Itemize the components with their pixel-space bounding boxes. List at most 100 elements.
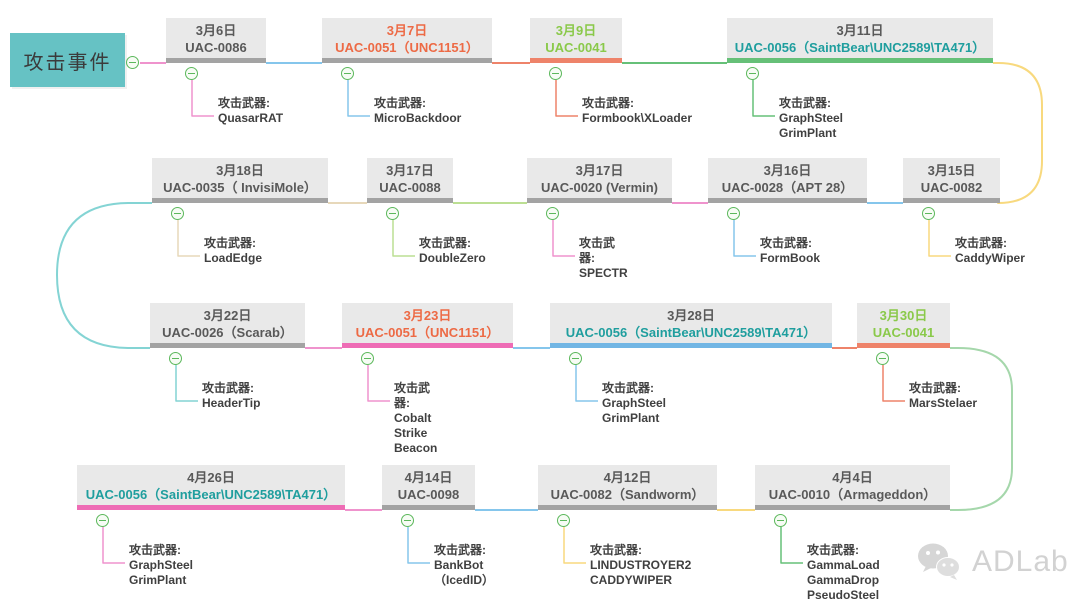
event-actor: UAC-0051（UNC1151） — [335, 40, 479, 55]
event-actor: UAC-0051（UNC1151） — [355, 325, 500, 340]
collapse-minus-icon[interactable] — [727, 207, 740, 220]
weapon-title: 攻击武器: — [955, 236, 1007, 250]
weapon-names: DoubleZero — [419, 251, 486, 265]
weapon-title: 攻击武器: — [602, 381, 654, 395]
event-actor: UAC-0056（SaintBear\UNC2589\TA471） — [734, 40, 986, 55]
event-date: 3月22日 — [203, 308, 252, 323]
collapse-minus-icon[interactable] — [774, 514, 787, 527]
weapon-note: 攻击武器: GammaLoad GammaDrop PseudoSteel — [807, 543, 880, 603]
weapon-note: 攻击武器: GraphSteel GrimPlant — [779, 96, 843, 141]
weapon-names: Cobalt Strike Beacon — [394, 411, 438, 455]
weapon-names: BankBot （IcedID） — [434, 558, 495, 587]
weapon-names: SPECTR — [579, 266, 628, 280]
connector-e11 — [367, 365, 390, 402]
event-actor: UAC-0028（APT 28） — [721, 180, 854, 195]
weapon-note: 攻击武器: GraphSteel GrimPlant — [602, 381, 666, 426]
event-actor: UAC-0041 — [872, 325, 935, 340]
collapse-minus-icon[interactable] — [557, 514, 570, 527]
event-label-box: 3月17日 UAC-0088 — [367, 158, 453, 203]
weapon-note: 攻击武器: GraphSteel GrimPlant — [129, 543, 193, 588]
event-date: 3月16日 — [763, 163, 812, 178]
connector-e15 — [563, 527, 586, 564]
event-label-box: 4月12日 UAC-0082（Sandworm） — [538, 465, 717, 510]
weapon-names: MarsStelaer — [909, 396, 978, 410]
start-minus-icon[interactable] — [126, 56, 139, 69]
event-label-box: 3月23日 UAC-0051（UNC1151） — [342, 303, 513, 348]
event-actor: UAC-0035（ InvisiMole） — [163, 180, 317, 195]
connector-e2 — [347, 80, 370, 117]
connector-e14 — [780, 527, 803, 564]
weapon-note: 攻击武器: DoubleZero — [419, 236, 486, 266]
weapon-title: 攻击武器: — [582, 96, 634, 110]
event-actor: UAC-0056（SaintBear\UNC2589\TA471） — [565, 325, 817, 340]
event-date: 4月12日 — [603, 470, 652, 485]
collapse-minus-icon[interactable] — [171, 207, 184, 220]
weapon-note: 攻击武器: HeaderTip — [202, 381, 260, 411]
event-actor: UAC-0086 — [185, 40, 247, 55]
weapon-title: 攻击武器: — [419, 236, 471, 250]
start-event-box: 攻击事件 — [10, 33, 125, 87]
event-label-box: 3月9日 UAC-0041 — [530, 18, 622, 63]
event-label-box: 3月11日 UAC-0056（SaintBear\UNC2589\TA471） — [727, 18, 993, 63]
weapon-title: 攻击武器: — [590, 543, 642, 557]
event-date: 3月28日 — [667, 308, 715, 323]
weapon-names: Formbook\XLoader — [582, 111, 693, 125]
connector-e3 — [555, 80, 578, 117]
connector-e12 — [575, 365, 598, 402]
event-actor: UAC-0026（Scarab） — [162, 325, 293, 340]
weapon-note: 攻击武器: FormBook — [760, 236, 820, 266]
weapon-names: QuasarRAT — [218, 111, 284, 125]
weapon-title: 攻击武器: — [434, 543, 486, 557]
event-label-box: 3月6日 UAC-0086 — [166, 18, 266, 63]
collapse-minus-icon[interactable] — [185, 67, 198, 80]
connector-e4 — [752, 80, 775, 117]
event-date: 3月11日 — [836, 23, 884, 38]
curve-row1-row2 — [993, 62, 1043, 204]
event-label-box: 3月17日 UAC-0020 (Vermin) — [527, 158, 672, 203]
connector-e17 — [102, 527, 125, 564]
event-label-box: 3月16日 UAC-0028（APT 28） — [708, 158, 867, 203]
event-label-box: 3月28日 UAC-0056（SaintBear\UNC2589\TA471） — [550, 303, 832, 348]
collapse-minus-icon[interactable] — [341, 67, 354, 80]
collapse-minus-icon[interactable] — [401, 514, 414, 527]
event-date: 4月26日 — [187, 470, 235, 485]
event-actor: UAC-0088 — [379, 180, 441, 195]
connector-e8 — [392, 220, 415, 257]
collapse-minus-icon[interactable] — [569, 352, 582, 365]
collapse-minus-icon[interactable] — [549, 67, 562, 80]
weapon-note: 攻击武器: CaddyWiper — [955, 236, 1025, 266]
curve-row3-row4 — [950, 347, 1013, 511]
event-actor: UAC-0082（Sandworm） — [550, 487, 705, 502]
event-date: 3月17日 — [386, 163, 434, 178]
weapon-names: HeaderTip — [202, 396, 261, 410]
connector-e6 — [733, 220, 756, 257]
weapon-note: 攻击武器: LINDUSTROYER2 CADDYWIPER — [590, 543, 691, 588]
start-event-label: 攻击事件 — [23, 51, 112, 74]
event-label-box: 3月7日 UAC-0051（UNC1151） — [322, 18, 492, 63]
weapon-names: MicroBackdoor — [374, 111, 462, 125]
collapse-minus-icon[interactable] — [361, 352, 374, 365]
weapon-title: 攻击武器: — [760, 236, 812, 250]
collapse-minus-icon[interactable] — [96, 514, 109, 527]
weapon-note: 攻击武器: LoadEdge — [204, 236, 262, 266]
weapon-note: 攻击武器: MicroBackdoor — [374, 96, 461, 126]
weapon-names: LINDUSTROYER2 CADDYWIPER — [590, 558, 692, 587]
event-date: 3月30日 — [879, 308, 928, 323]
weapon-names: CaddyWiper — [955, 251, 1025, 265]
collapse-minus-icon[interactable] — [546, 207, 559, 220]
weapon-note: 攻击武器: SPECTR — [579, 236, 628, 281]
weapon-title: 攻击武器: — [374, 96, 426, 110]
curve-row2-row3 — [56, 202, 152, 349]
collapse-minus-icon[interactable] — [876, 352, 889, 365]
event-actor: UAC-0056（SaintBear\UNC2589\TA471） — [85, 487, 337, 502]
event-date: 3月9日 — [555, 23, 597, 38]
collapse-minus-icon[interactable] — [922, 207, 935, 220]
collapse-minus-icon[interactable] — [169, 352, 182, 365]
weapon-names: FormBook — [760, 251, 820, 265]
collapse-minus-icon[interactable] — [386, 207, 399, 220]
collapse-minus-icon[interactable] — [746, 67, 759, 80]
weapon-note: 攻击武器: MarsStelaer — [909, 381, 977, 411]
event-actor: UAC-0082 — [920, 180, 983, 195]
